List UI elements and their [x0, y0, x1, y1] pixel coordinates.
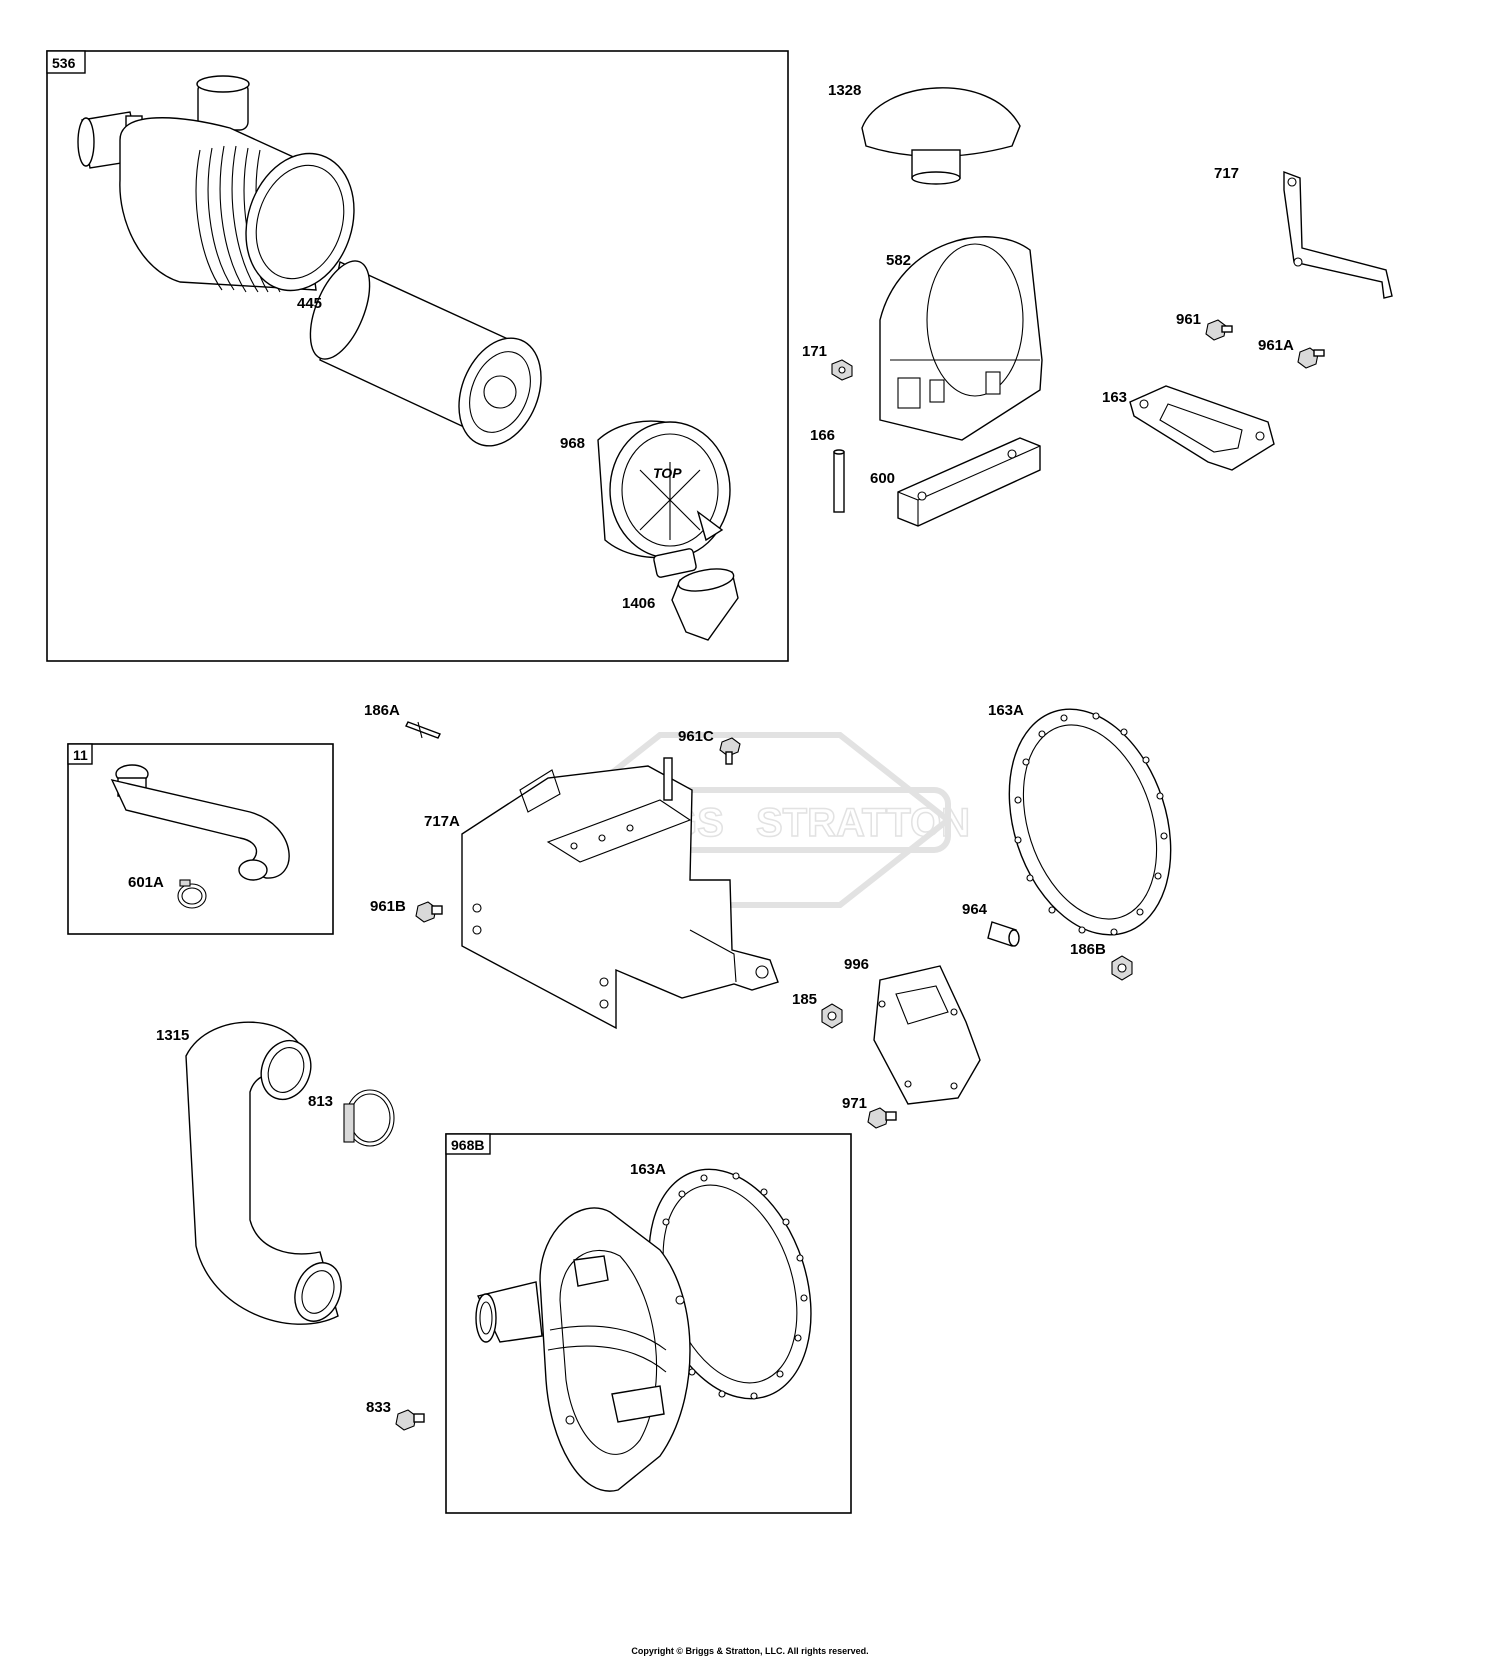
intake-elbow-box: 11 601A — [67, 743, 334, 935]
bolt-961A — [1297, 347, 1325, 369]
screw-186B — [1111, 955, 1133, 981]
callout-717: 717 — [1214, 165, 1239, 182]
gasket-163 — [1129, 385, 1275, 471]
pin-186A — [405, 721, 441, 739]
cover-assembly-box: 968B — [445, 1133, 852, 1514]
gasket-163A-upper — [1008, 708, 1172, 936]
air-cleaner-cover: TOP — [597, 420, 731, 578]
callout-1328: 1328 — [828, 82, 861, 99]
support-bracket — [1283, 170, 1393, 299]
callout-445: 445 — [297, 295, 322, 312]
callout-717A: 717A — [424, 813, 460, 830]
mounting-plate-717A — [461, 757, 779, 1030]
spacer-block — [897, 437, 1041, 527]
callout-171: 171 — [802, 343, 827, 360]
box-label-968B: 968B — [451, 1137, 484, 1153]
bolt-961B — [415, 901, 443, 923]
callout-166: 166 — [810, 427, 835, 444]
pin-166 — [833, 449, 845, 513]
callout-961B: 961B — [370, 898, 406, 915]
callout-163A-lower: 163A — [630, 1161, 666, 1178]
air-cleaner-assembly-box: 536 — [46, 50, 789, 662]
copyright-footer: Copyright © Briggs & Stratton, LLC. All … — [631, 1646, 869, 1656]
spacer-964 — [987, 921, 1020, 947]
bolt-971 — [867, 1107, 897, 1129]
callout-186B: 186B — [1070, 941, 1106, 958]
air-cleaner-housing — [77, 75, 355, 293]
gasket-996 — [873, 965, 981, 1105]
clamp-813 — [343, 1089, 395, 1147]
bolt-833 — [395, 1409, 425, 1431]
intake-elbow — [110, 764, 290, 881]
hose-1315 — [185, 1021, 342, 1325]
callout-601A: 601A — [128, 874, 164, 891]
callout-971: 971 — [842, 1095, 867, 1112]
mounting-band — [879, 236, 1043, 441]
callout-961: 961 — [1176, 311, 1201, 328]
box-label-11: 11 — [73, 747, 88, 763]
vacuator-valve — [671, 568, 739, 641]
callout-968: 968 — [560, 435, 585, 452]
callout-961A: 961A — [1258, 337, 1294, 354]
callout-1315: 1315 — [156, 1027, 189, 1044]
callout-833: 833 — [366, 1399, 391, 1416]
bolt-961 — [1205, 319, 1233, 341]
box-label-536: 536 — [52, 55, 76, 71]
callout-163A-upper: 163A — [988, 702, 1024, 719]
callout-582: 582 — [886, 252, 911, 269]
filter-element — [309, 260, 542, 447]
cover-housing — [475, 1207, 691, 1492]
callout-961C: 961C — [678, 728, 714, 745]
callout-163: 163 — [1102, 389, 1127, 406]
callout-964: 964 — [962, 901, 988, 918]
rain-cap — [861, 87, 1021, 185]
top-marking: TOP — [653, 465, 682, 481]
callout-1406: 1406 — [622, 595, 655, 612]
nut-185 — [821, 1003, 843, 1029]
callout-186A: 186A — [364, 702, 400, 719]
callout-600: 600 — [870, 470, 895, 487]
callout-813: 813 — [308, 1093, 333, 1110]
watermark-text-right: STRATTON — [756, 801, 970, 845]
callout-185: 185 — [792, 991, 817, 1008]
flange-nut-171 — [831, 359, 853, 381]
callout-996: 996 — [844, 956, 869, 973]
bolt-961C — [719, 737, 741, 765]
hose-clamp-601A — [177, 879, 207, 909]
